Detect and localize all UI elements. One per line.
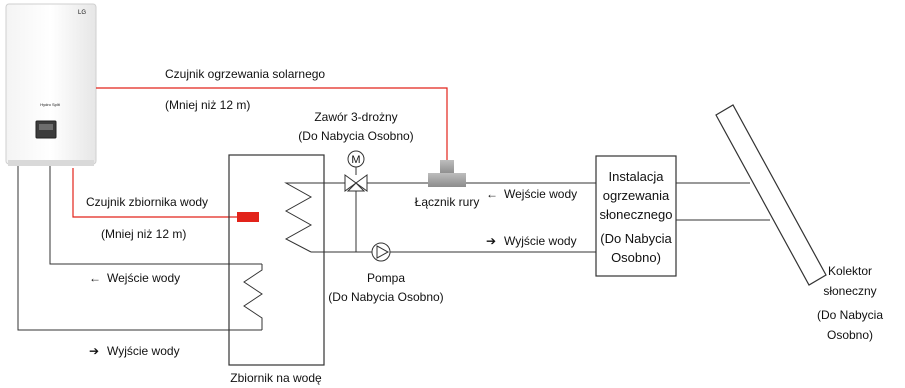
solar-install-line-3: słonecznego <box>600 207 673 222</box>
pipes <box>17 166 770 331</box>
solar-out-arrow: ➔ <box>486 234 496 248</box>
collector-line-4: Osobno) <box>827 328 873 342</box>
tank-temperature-sensor <box>237 212 259 222</box>
pump-note: (Do Nabycia Osobno) <box>328 290 443 304</box>
tank-sensor-length: (Mniej niż 12 m) <box>101 227 186 241</box>
unit-model: Hydro Split <box>40 102 60 107</box>
lower-coil <box>243 264 263 330</box>
solar-in-arrow: ← <box>486 187 498 201</box>
tank-out-label: Wyjście wody <box>107 344 180 358</box>
pump-label: Pompa <box>367 271 405 285</box>
three-way-valve: M <box>344 150 368 192</box>
sensor-wires <box>72 87 448 218</box>
solar-out-label: Wyjście wody <box>504 234 577 248</box>
upper-coil <box>284 182 313 253</box>
solar-sensor-label: Czujnik ogrzewania solarnego <box>165 67 325 81</box>
indoor-unit: LG Hydro Split <box>5 3 97 166</box>
solar-in-label: Wejście wody <box>504 187 577 201</box>
unit-brand: LG <box>78 10 86 16</box>
tank-in-label: Wejście wody <box>107 271 180 285</box>
collector-line-3: (Do Nabycia <box>817 308 883 322</box>
solar-sensor-length: (Mniej niż 12 m) <box>165 98 250 112</box>
pipe-connector-label: Łącznik rury <box>415 195 480 209</box>
valve-label: Zawór 3-drożny <box>314 110 397 124</box>
tank-sensor-label: Czujnik zbiornika wody <box>86 195 208 209</box>
tank-sensor-wire <box>72 168 238 218</box>
solar-collector <box>715 104 827 286</box>
valve-motor-symbol: M <box>351 154 360 166</box>
solar-install-line-2: ogrzewania <box>603 188 670 203</box>
tank-in-arrow: ← <box>89 271 101 285</box>
valve-note: (Do Nabycia Osobno) <box>298 129 413 143</box>
collector-line-1: Kolektor <box>828 264 872 278</box>
solar-install-line-1: Instalacja <box>609 169 665 184</box>
tank-label: Zbiornik na wodę <box>230 371 322 385</box>
water-tank <box>228 154 325 366</box>
tank-out-arrow: ➔ <box>89 344 99 358</box>
pipe-connector <box>428 160 466 187</box>
solar-install-line-4: (Do Nabycia <box>600 231 672 246</box>
solar-install-line-5: Osobno) <box>611 250 661 265</box>
valve-motor-icon <box>347 150 365 168</box>
solar-installation-box <box>595 155 677 277</box>
pump <box>371 242 391 262</box>
collector-line-2: słoneczny <box>823 284 876 298</box>
solar-sensor-wire <box>96 87 448 163</box>
